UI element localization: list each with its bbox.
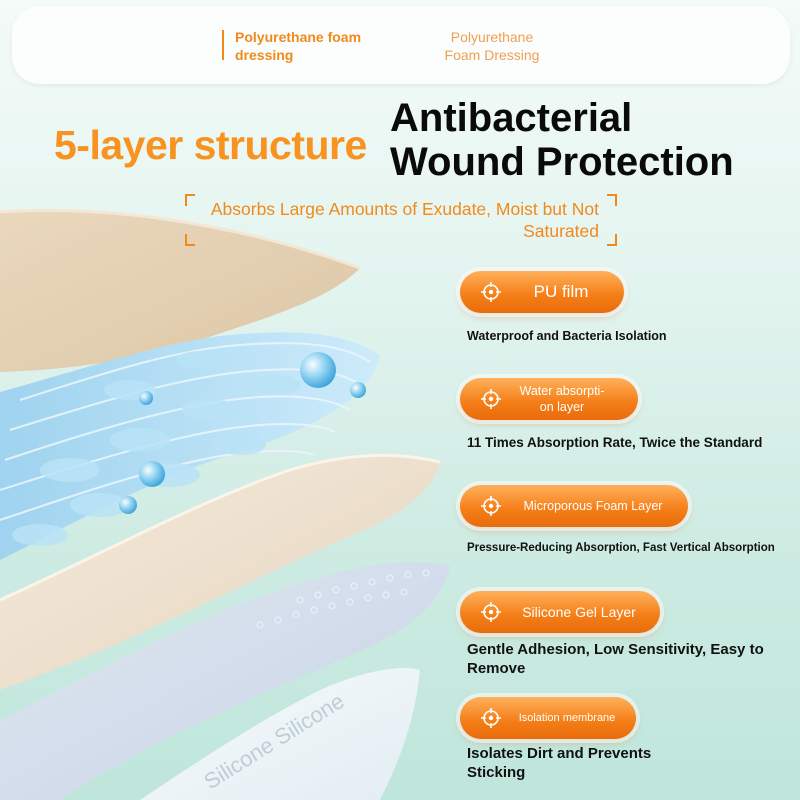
layer-label: Microporous Foam Layer <box>523 499 663 513</box>
layer-pill-isolation-membrane: Isolation membrane <box>460 697 636 739</box>
silicone-gel-layer <box>0 562 450 800</box>
main-title-line-1: Antibacterial <box>390 96 633 140</box>
layer-label: Water absorpti- on layer <box>519 384 605 414</box>
bracket-corner <box>185 234 195 246</box>
crosshair-icon <box>481 282 501 302</box>
main-title: Antibacterial Wound Protection <box>390 96 734 184</box>
tab-active[interactable]: Polyurethane foam dressing <box>235 29 362 63</box>
tagline: Absorbs Large Amounts of Exudate, Moist … <box>210 199 599 241</box>
layer-description: Isolates Dirt and Prevents Sticking <box>467 745 652 781</box>
crosshair-icon <box>481 389 501 409</box>
crosshair-icon <box>481 602 501 622</box>
water-droplet <box>300 352 336 388</box>
layer-description: Gentle Adhesion, Low Sensitivity, Easy t… <box>467 641 764 677</box>
layer-pill-water-absorption: Water absorpti- on layer <box>460 378 638 420</box>
layer-label: Silicone Gel Layer <box>522 604 636 620</box>
bracket-corner <box>185 194 195 206</box>
bracket-corner <box>607 194 617 206</box>
layer-label: PU film <box>533 282 589 301</box>
isolation-membrane-layer <box>140 668 420 800</box>
layer-label: Isolation membrane <box>518 712 616 724</box>
layer-pill-silicone-gel: Silicone Gel Layer <box>460 591 660 633</box>
tab-bar <box>12 6 790 84</box>
main-title-line-2: Wound Protection <box>390 140 734 184</box>
layer-description: Waterproof and Bacteria Isolation <box>467 329 667 343</box>
water-droplet <box>350 382 366 398</box>
tagline-frame: Absorbs Large Amounts of Exudate, Moist … <box>185 194 617 246</box>
water-droplet <box>139 461 165 487</box>
crosshair-icon <box>481 496 501 516</box>
tab-active-indicator <box>222 30 224 60</box>
layer-description: 11 Times Absorption Rate, Twice the Stan… <box>467 435 763 450</box>
microporous-foam-layer <box>0 455 440 690</box>
layer-pill-pu-film: PU film <box>460 271 624 313</box>
layer-pill-microporous-foam: Microporous Foam Layer <box>460 485 688 527</box>
water-droplet <box>139 391 153 405</box>
structure-heading: 5-layer structure <box>54 122 367 168</box>
bracket-corner <box>607 234 617 246</box>
water-droplet <box>119 496 137 514</box>
layer-description: Pressure-Reducing Absorption, Fast Verti… <box>467 542 775 554</box>
pu-film-layer <box>0 210 360 372</box>
tab-inactive[interactable]: Polyurethane Foam Dressing <box>444 29 540 63</box>
crosshair-icon <box>481 708 501 728</box>
